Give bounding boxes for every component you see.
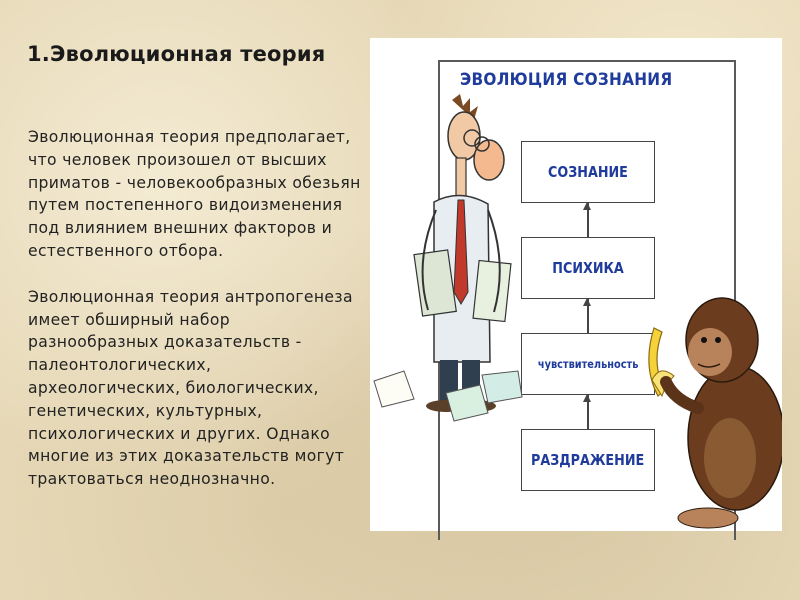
scientist-arm xyxy=(421,209,437,311)
arrow-up xyxy=(584,202,590,237)
monkey-eye xyxy=(701,337,707,343)
monkey-with-banana-illustration xyxy=(648,297,782,529)
monkey-eye xyxy=(715,337,721,343)
diagram-title: ЭВОЛЮЦИЯ СОЗНАНИЯ xyxy=(460,70,673,90)
glasses-icon xyxy=(474,136,490,152)
paragraph-evidence: Эволюционная теория антропогенеза имеет … xyxy=(28,287,353,489)
arrow-up xyxy=(584,394,590,429)
box-psyche: ПСИХИКА xyxy=(521,237,655,299)
box-consciousness: СОЗНАНИЕ xyxy=(521,141,655,203)
dropped-papers-illustration xyxy=(373,370,523,422)
scientist-hair xyxy=(452,94,478,120)
monkey-foot xyxy=(677,507,739,529)
box-sensitivity: чувствительность xyxy=(521,333,655,395)
body-text: Эволюционная теория предполагает, что че… xyxy=(28,126,363,514)
monkey-mouth xyxy=(697,363,721,368)
monkey-face xyxy=(688,328,732,376)
paper-sheets xyxy=(481,370,523,404)
scientist-nose xyxy=(473,139,505,181)
paper-sheets xyxy=(445,384,489,422)
box-consciousness-label: СОЗНАНИЕ xyxy=(548,163,628,181)
box-psyche-label: ПСИХИКА xyxy=(552,259,624,277)
paper-sheets xyxy=(472,259,512,323)
scientist-tie xyxy=(453,199,469,305)
monkey-arm xyxy=(660,376,704,414)
arrow-up xyxy=(584,298,590,333)
scientist-illustration xyxy=(413,94,512,412)
box-irritation: РАЗДРАЖЕНИЕ xyxy=(521,429,655,491)
scientist-neck xyxy=(455,157,467,199)
box-sensitivity-label: чувствительность xyxy=(537,357,639,371)
scientist-arm xyxy=(487,209,501,313)
evolution-diagram-figure: ЭВОЛЮЦИЯ СОЗНАНИЯ СОЗНАНИЕ ПСИХИКА чувст… xyxy=(370,38,782,540)
slide-title: 1.Эволюционная теория xyxy=(27,42,326,66)
box-irritation-label: РАЗДРАЖЕНИЕ xyxy=(531,451,645,469)
paragraph-evolution-theory: Эволюционная теория предполагает, что че… xyxy=(28,128,361,260)
monkey-belly xyxy=(704,418,756,498)
paper-sheets xyxy=(373,370,415,408)
